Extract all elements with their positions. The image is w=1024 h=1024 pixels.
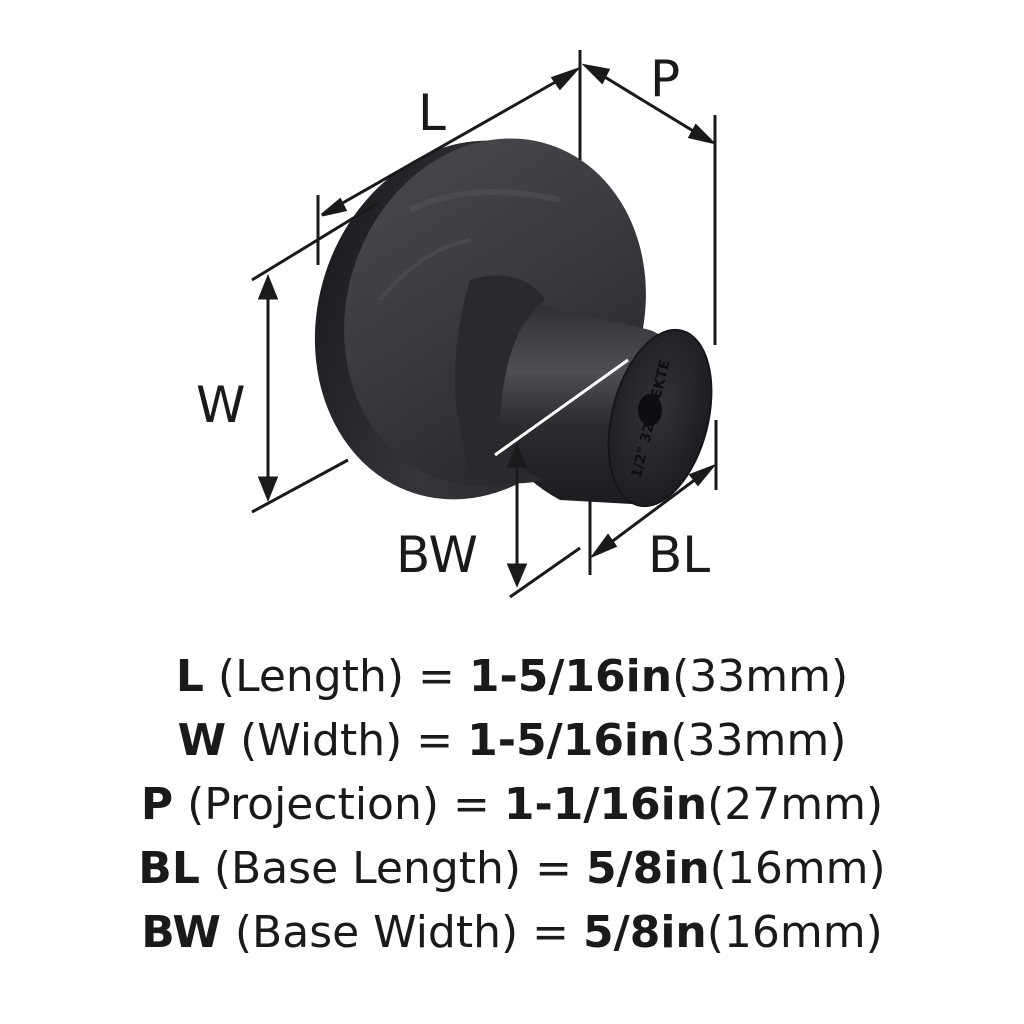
spec-description: (Projection) = xyxy=(173,779,504,830)
dim-p-arrowhead-right xyxy=(687,123,717,145)
spec-imperial: 1-5/16in xyxy=(468,651,673,702)
dim-p-arrowhead-left xyxy=(581,63,611,85)
dim-bl-arrow-line xyxy=(597,468,709,554)
spec-imperial: 5/8in xyxy=(585,843,710,894)
spec-description: (Width) = xyxy=(226,715,468,766)
knob-stem-flare xyxy=(455,275,545,484)
spec-description: (Base Width) = xyxy=(220,907,584,958)
dim-bw-arrowhead-bottom xyxy=(506,563,528,588)
dimension-lines xyxy=(251,50,718,599)
spec-imperial: 1-5/16in xyxy=(467,715,671,766)
dim-l-arrow-line xyxy=(324,70,574,215)
spec-imperial: 1-1/16in xyxy=(503,779,708,830)
dim-w-arrowhead-top xyxy=(257,273,279,300)
spec-code: W xyxy=(177,715,227,766)
dim-label-l: L xyxy=(418,84,446,142)
dim-l-arrowhead-left xyxy=(321,197,348,217)
spec-line-base-length: BL (Base Length) = 5/8in(16mm) xyxy=(0,837,1024,901)
knob-image: 1/2" 32 ASEKTE xyxy=(314,138,713,508)
dim-p-arrow-line xyxy=(589,66,709,142)
spec-description: (Length) = xyxy=(203,651,469,702)
dim-w-extension-bottom xyxy=(251,458,349,514)
dim-bw-extension-top xyxy=(494,358,629,457)
knob-dimension-diagram: 1/2" 32 ASEKTE L P W BW BL xyxy=(196,50,718,599)
dim-l-arrowhead-right xyxy=(550,66,581,91)
spec-imperial: 5/8in xyxy=(583,907,707,958)
dim-bl-arrowhead-left xyxy=(589,533,618,559)
knob-brush-highlight xyxy=(378,238,471,302)
dimension-spec-list: L (Length) = 1-5/16in(33mm) W (Width) = … xyxy=(0,645,1024,965)
spec-metric: (16mm) xyxy=(706,907,883,958)
spec-code: BW xyxy=(141,907,221,958)
spec-metric: (33mm) xyxy=(672,651,849,702)
spec-code: L xyxy=(175,651,204,702)
dim-bw-extension-bottom xyxy=(509,546,581,599)
dim-label-p: P xyxy=(650,50,680,108)
dim-w-extension-top xyxy=(251,201,379,282)
spec-metric: (16mm) xyxy=(709,843,886,894)
spec-line-base-width: BW (Base Width) = 5/8in(16mm) xyxy=(0,901,1024,965)
dim-bl-arrowhead-right xyxy=(688,463,717,487)
knob-brush-highlight xyxy=(408,189,561,213)
dim-label-w: W xyxy=(196,376,245,434)
spec-metric: (27mm) xyxy=(707,779,884,830)
spec-metric: (33mm) xyxy=(670,715,847,766)
spec-line-length: L (Length) = 1-5/16in(33mm) xyxy=(0,645,1024,709)
spec-line-projection: P (Projection) = 1-1/16in(27mm) xyxy=(0,773,1024,837)
dim-w-arrowhead-bottom xyxy=(257,476,279,503)
spec-code: P xyxy=(140,779,174,830)
screw-hole-icon xyxy=(638,394,662,426)
spec-code: BL xyxy=(138,843,200,894)
spec-description: (Base Length) = xyxy=(199,843,586,894)
dim-bw-arrowhead-top xyxy=(506,443,528,468)
dim-label-bw: BW xyxy=(396,526,478,584)
spec-line-width: W (Width) = 1-5/16in(33mm) xyxy=(0,709,1024,773)
dim-label-bl: BL xyxy=(648,526,710,584)
